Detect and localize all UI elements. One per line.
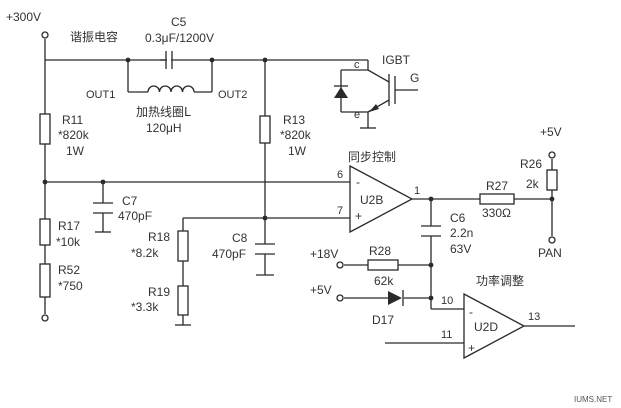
label-r26-value: 2k: [526, 177, 540, 191]
label-c8-value: 470pF: [212, 247, 246, 261]
label-pan: PAN: [538, 246, 562, 260]
label-resonant-cap: 谐振电容: [70, 29, 118, 44]
label-r27-value: 330Ω: [482, 206, 511, 220]
resistor-r52: [39, 263, 51, 298]
label-pin11: 11: [441, 329, 452, 341]
label-u2b: U2B: [360, 193, 383, 207]
label-c7-name: C7: [122, 194, 138, 208]
capacitor-c7: [93, 202, 113, 214]
label-r28-name: R28: [369, 244, 391, 258]
label-pin6: 6: [337, 169, 343, 181]
capacitor-c8: [255, 243, 275, 255]
label-r26-name: R26: [520, 157, 542, 171]
label-c5-value: 0.3μF/1200V: [145, 31, 214, 45]
label-out1: OUT1: [86, 89, 115, 101]
label-r17-name: R17: [58, 219, 80, 233]
label-v5-top: +5V: [540, 125, 562, 139]
capacitor-c5: [160, 51, 173, 69]
label-r13-power: 1W: [288, 144, 307, 158]
label-out2: OUT2: [218, 89, 247, 101]
wires: [44, 39, 575, 344]
label-v300: +300V: [6, 10, 41, 24]
resistor-r18: [177, 230, 189, 262]
label-c7-value: 470pF: [118, 209, 152, 223]
label-r27-name: R27: [486, 179, 508, 193]
label-pin10: 10: [441, 295, 453, 307]
terminals: [41, 31, 556, 322]
watermark: IUMS.NET: [574, 395, 612, 404]
label-r13-value: *820k: [280, 128, 312, 142]
label-r11-name: R11: [62, 113, 83, 127]
capacitor-c6: [421, 225, 441, 237]
label-c8-name: C8: [232, 231, 248, 245]
label-v5-mid: +5V: [310, 283, 332, 297]
label-pin7: 7: [337, 205, 343, 217]
labels: +300V 谐振电容 C5 0.3μF/1200V OUT1 OUT2 加热线圈…: [6, 10, 612, 404]
label-coil-value: 120μH: [146, 121, 182, 135]
comparator-u2d: [463, 292, 526, 360]
label-pin-c: c: [354, 59, 360, 71]
inductor-coil: [147, 85, 195, 93]
label-c6-name: C6: [450, 211, 466, 225]
label-r11-power: 1W: [66, 144, 85, 158]
label-r18-name: R18: [148, 230, 170, 244]
junction-dots: [42, 57, 555, 301]
label-c6-volt: 63V: [450, 242, 471, 256]
label-sync-control: 同步控制: [348, 150, 396, 164]
label-u2d-minus: -: [469, 305, 473, 319]
comparator-u2b: [349, 164, 414, 234]
label-d17: D17: [372, 313, 394, 327]
resistor-r28: [367, 259, 399, 271]
label-v18: +18V: [310, 247, 338, 261]
label-r13-name: R13: [283, 113, 305, 127]
label-c6-value: 2.2n: [450, 226, 473, 240]
label-r17-value: *10k: [56, 235, 81, 249]
resistor-r27: [479, 193, 515, 205]
resistor-r13: [259, 115, 271, 144]
label-pin13: 13: [528, 311, 540, 323]
label-u2b-plus: +: [355, 209, 362, 223]
igbt-transistor: [334, 69, 396, 113]
label-coil: 加热线圈L: [136, 105, 191, 119]
resistor-r11: [39, 113, 51, 145]
label-u2d-plus: +: [468, 341, 475, 355]
label-r19-name: R19: [148, 285, 170, 299]
label-pin-g: G: [410, 71, 419, 85]
label-power-adjust: 功率调整: [476, 273, 524, 288]
label-igbt: IGBT: [382, 53, 411, 67]
label-r52-value: *750: [58, 279, 83, 293]
label-r11-value: *820k: [58, 128, 90, 142]
label-c5-name: C5: [171, 15, 187, 29]
label-pin-e: e: [354, 109, 360, 121]
label-u2b-minus: -: [356, 175, 360, 189]
label-r52-name: R52: [58, 263, 80, 277]
label-u2d: U2D: [474, 320, 498, 334]
label-pin1: 1: [414, 185, 420, 197]
label-r19-value: *3.3k: [131, 300, 159, 314]
diode-d17: [388, 290, 404, 306]
resistor-r26: [546, 169, 558, 191]
resistor-r17: [39, 218, 51, 246]
label-r18-value: *8.2k: [131, 246, 159, 260]
label-r28-value: 62k: [374, 274, 394, 288]
resistor-r19: [177, 285, 189, 316]
